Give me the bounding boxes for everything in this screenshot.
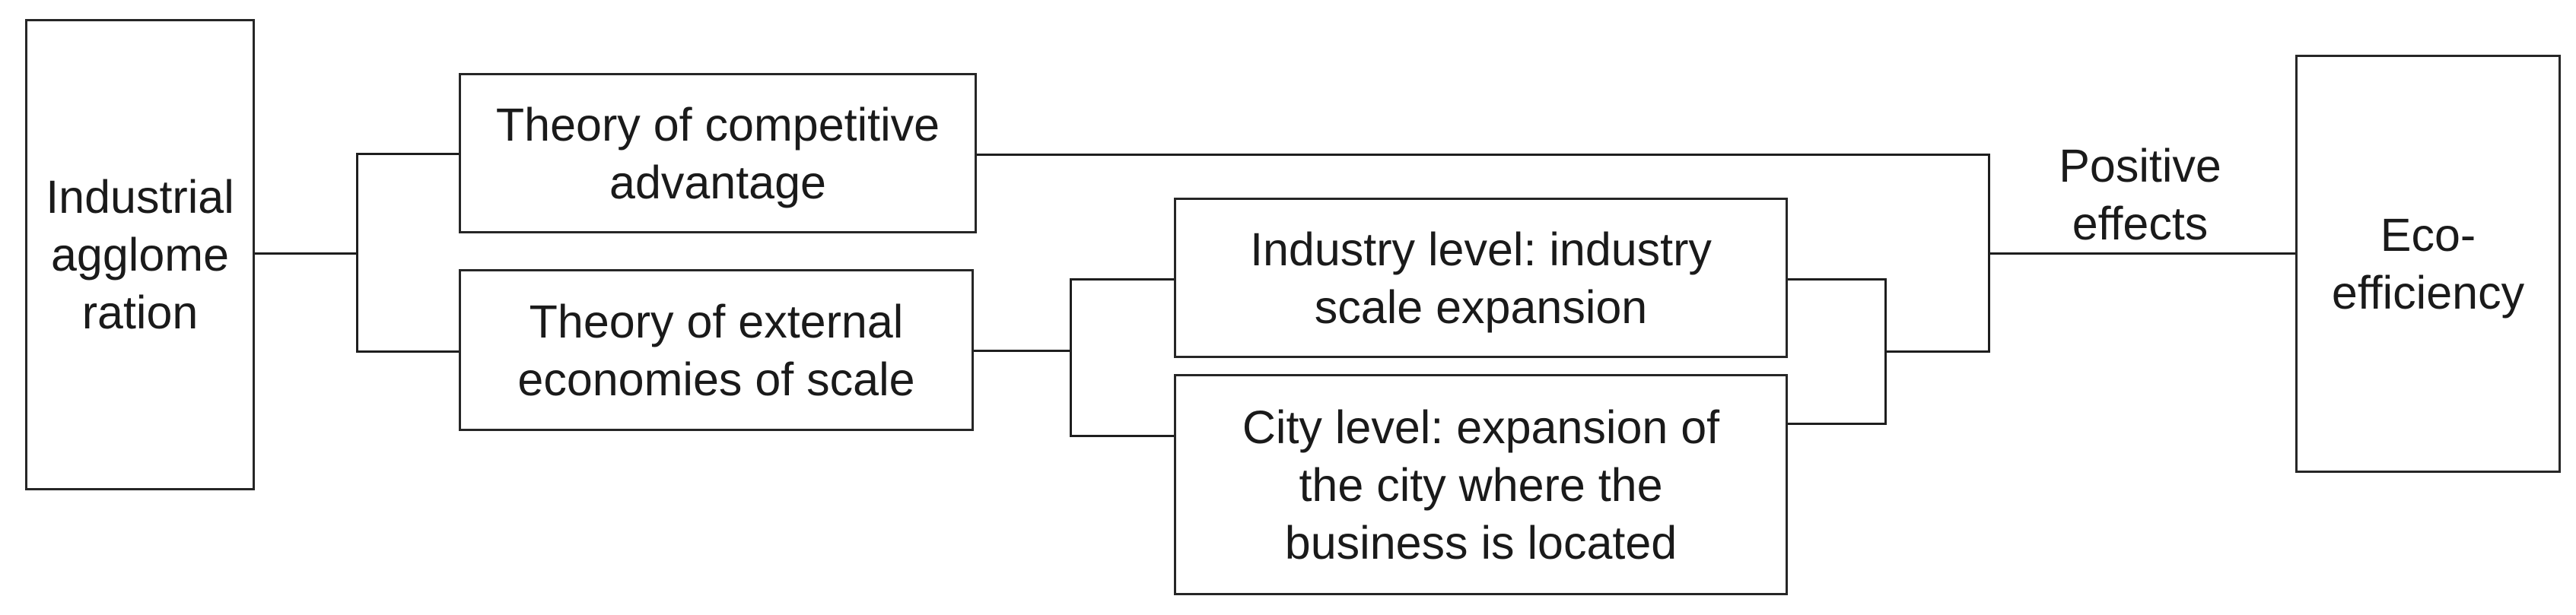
node-external-economies: Theory of external economies of scale (459, 269, 974, 431)
connector-competitive-out (977, 153, 1990, 156)
node-text-line: ration (81, 287, 199, 338)
node-text-line: City level: expansion of (1242, 401, 1720, 453)
edge-label-positive-effects: Positive effects (2026, 137, 2254, 252)
node-text-line: advantage (609, 156, 826, 208)
connector-city-level-in (1069, 434, 1174, 437)
connector-industry-level-in (1069, 277, 1174, 281)
node-text-line: Industry level: industry (1250, 223, 1712, 275)
edge-label-line: Positive (2059, 140, 2221, 192)
node-text-line: agglome (51, 229, 229, 281)
node-city-level: City level: expansion of the city where … (1174, 374, 1788, 595)
node-text-line: Theory of external (529, 295, 904, 347)
edge-label-line: effects (2072, 198, 2209, 249)
node-eco-efficiency: Eco- efficiency (2295, 55, 2561, 473)
connector-split2-bracket (1069, 277, 1072, 437)
node-text-line: Eco- (2380, 209, 2476, 261)
node-text-line: scale expansion (1314, 281, 1648, 333)
connector-economies-in (355, 350, 459, 353)
node-text-line: efficiency (2331, 267, 2525, 319)
connector-city-level-out (1788, 422, 1887, 425)
connector-split1-bracket (355, 152, 358, 353)
connector-competitive-in (355, 152, 459, 155)
node-text-line: the city where the (1299, 458, 1663, 511)
connector-eco-in (1987, 252, 2295, 255)
node-industry-level: Industry level: industry scale expansion (1174, 198, 1788, 358)
node-industrial-agglomeration: Industrial agglome ration (25, 19, 255, 490)
connector-merge-out (1884, 350, 1990, 353)
node-text-line: economies of scale (517, 353, 915, 405)
node-text-line: Theory of competitive (495, 98, 940, 151)
connector-industry-level-out (1788, 277, 1887, 281)
connector-industrial-out (255, 252, 358, 255)
connector-economies-out (974, 349, 1072, 352)
node-text-line: Industrial (46, 171, 234, 223)
node-text-line: business is located (1284, 516, 1678, 569)
node-competitive-advantage: Theory of competitive advantage (459, 73, 977, 233)
